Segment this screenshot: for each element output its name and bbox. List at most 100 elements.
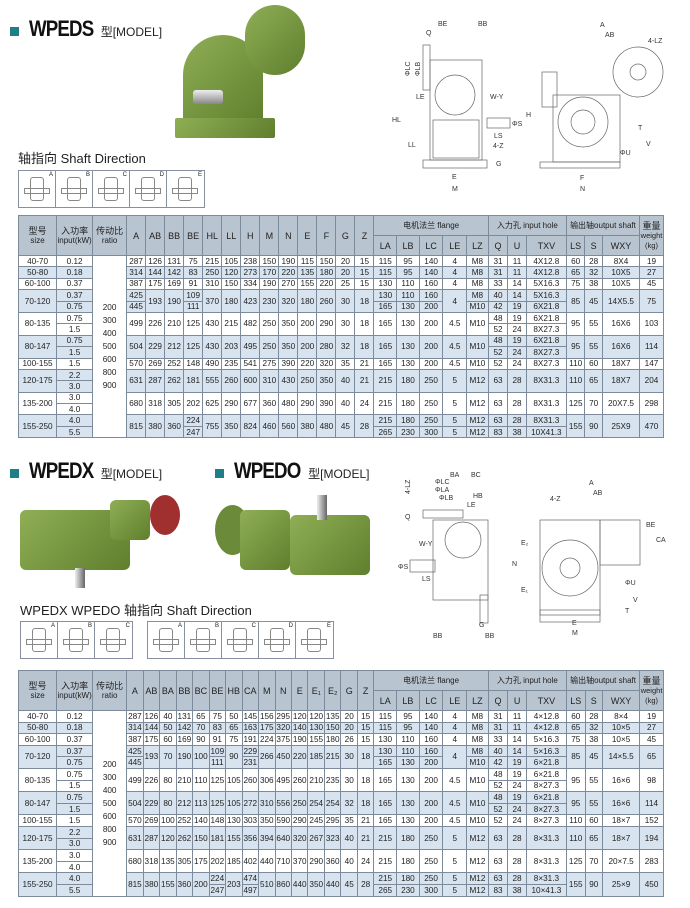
input-power-cell: 1.5 (56, 346, 94, 359)
dimension-cell: 631 (126, 368, 147, 393)
dimension-cell: 165 (373, 814, 398, 827)
dimension-cell: 114 (639, 334, 664, 359)
dimension-cell: 48 (487, 767, 509, 781)
dimension-cell: 70 (584, 849, 604, 874)
dimension-cell: 250 (418, 825, 444, 851)
dimension-cell: 860 (274, 872, 293, 897)
dimension-cell: 45 (639, 277, 664, 291)
header-weight-line: 重量 (642, 675, 661, 686)
header-AB: AB (145, 215, 166, 256)
header-size-line: 型号 (28, 680, 47, 691)
dimension-cell: 272 (241, 791, 260, 816)
dimension-cell: 60 (584, 814, 604, 827)
svg-text:E: E (572, 620, 577, 627)
header-S: S (584, 690, 604, 711)
dimension-cell: M8 (466, 710, 489, 723)
header-LB: LB (396, 690, 420, 711)
dimension-cell: 65 (584, 368, 603, 393)
dimension-cell: 231 (241, 756, 260, 769)
header-input-line: input(kW) (57, 235, 92, 245)
dimension-cell: 26 (340, 733, 358, 746)
svg-text:ΦLC: ΦLC (405, 61, 412, 76)
dimension-cell: 356 (241, 825, 260, 851)
header-group: 输出轴output shaft (565, 670, 641, 691)
dimension-cell: 220 (297, 357, 318, 370)
dimension-cell: 155 (225, 825, 243, 851)
dimension-cell: 250 (290, 791, 309, 816)
dimension-cell: 220 (278, 266, 299, 279)
dimension-cell: 625 (202, 391, 223, 416)
dimension-cell: 75 (183, 254, 204, 268)
dimension-cell: 215 (373, 391, 398, 416)
header-group: 输出轴output shaft (565, 215, 641, 236)
input-power-cell: 0.12 (56, 254, 94, 268)
dimension-cell: 14×5.5 (602, 744, 641, 769)
dimension-cell: 824 (240, 414, 261, 439)
dimension-cell: 504 (126, 334, 147, 359)
dimension-cell: 32 (335, 334, 356, 359)
header-BA: BA (159, 670, 177, 711)
dimension-cell: 113 (192, 791, 210, 816)
dimension-cell: 260 (241, 767, 260, 793)
dimension-cell: 14 (507, 289, 527, 302)
svg-text:BB: BB (478, 21, 488, 28)
dimension-cell: 60 (565, 254, 586, 268)
dimension-cell: 52 (487, 357, 509, 370)
input-power-cell: 1.5 (56, 802, 94, 816)
dimension-cell: 350 (221, 414, 242, 439)
dimension-cell: 254 (307, 791, 325, 816)
input-power-cell: 3.0 (56, 391, 94, 405)
shaft-direction-d: D (130, 171, 167, 207)
svg-text:M: M (452, 186, 458, 193)
dimension-cell: 4.5 (442, 767, 468, 793)
svg-text:LS: LS (422, 576, 431, 583)
shaft-direction-c: C (222, 622, 259, 658)
dimension-cell: 32 (584, 721, 604, 735)
dimension-cell: 570 (126, 814, 144, 827)
svg-text:LL: LL (408, 142, 416, 149)
dimension-cell: M12 (466, 883, 489, 897)
dimension-cell: 250 (418, 414, 444, 427)
dimension-cell: 135 (323, 710, 342, 723)
dimension-cell: 144 (142, 721, 161, 735)
dimension-cell: 15 (356, 733, 375, 746)
dimension-cell: 8×31.3 (525, 872, 568, 885)
dimension-cell: 8×31.3 (525, 849, 568, 874)
dimension-cell: 170 (259, 266, 280, 279)
dimension-cell: 155 (307, 733, 325, 746)
dimension-cell: 52 (487, 323, 509, 336)
dimension-cell: M12 (466, 391, 489, 416)
dimension-cell: 55 (584, 791, 604, 816)
dimension-cell: 631 (126, 825, 144, 851)
wpedx-shaft-direction-diagrams: A B C (20, 621, 133, 659)
input-power-cell: 0.75 (56, 791, 94, 804)
svg-text:LE: LE (467, 502, 476, 509)
dimension-cell: 20×7.5 (602, 849, 641, 874)
dimension-cell: 130 (396, 756, 420, 769)
wpedo-title: WPEDO 型[MODEL] (215, 458, 369, 484)
dimension-cell: 144 (145, 266, 166, 279)
dimension-cell: 4.5 (442, 311, 468, 336)
dimension-cell: 83 (487, 883, 509, 897)
dimension-cell: 260 (290, 767, 309, 793)
dimension-cell: 180 (396, 414, 420, 427)
dimension-cell: 35 (340, 814, 358, 827)
dimension-cell: 103 (639, 311, 664, 336)
dimension-cell: 295 (274, 710, 293, 723)
size-cell: 80-147 (17, 334, 58, 359)
dimension-cell: 360 (323, 849, 342, 874)
dimension-cell: 247 (183, 425, 204, 439)
dimension-cell: 90 (192, 733, 210, 746)
dimension-cell: 160 (418, 289, 444, 302)
dimension-cell: 24 (507, 357, 527, 370)
dimension-cell: 677 (240, 391, 261, 416)
dimension-cell: 140 (418, 266, 444, 279)
dimension-cell: 130 (396, 767, 420, 793)
dimension-cell: 175 (258, 721, 276, 735)
header-Z: Z (356, 670, 375, 711)
header-group: 电机法兰 flange (373, 670, 489, 691)
header-LC: LC (418, 235, 444, 256)
